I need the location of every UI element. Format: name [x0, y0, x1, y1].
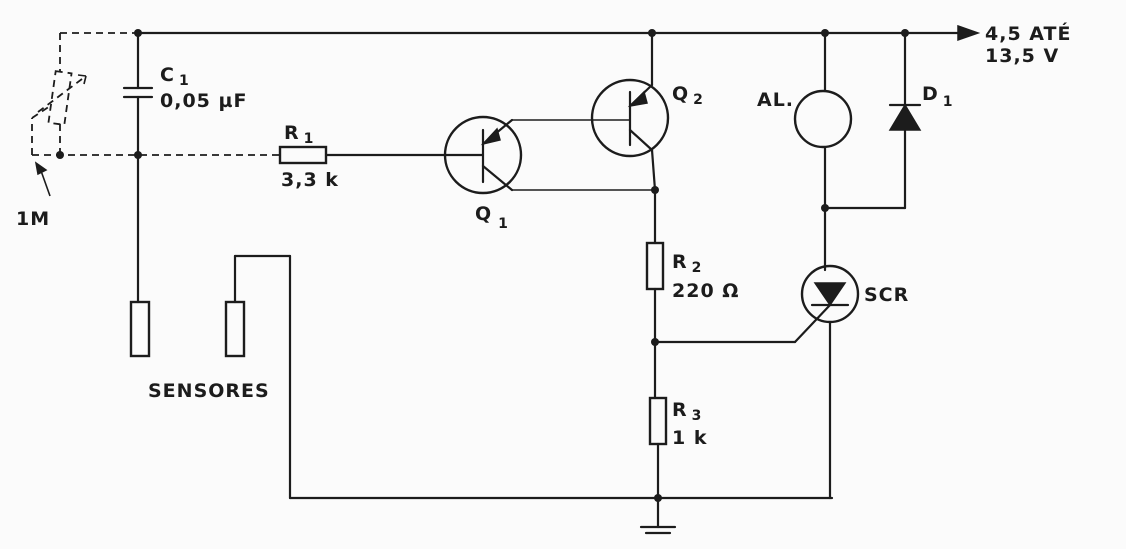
- ground-symbol: [639, 496, 677, 535]
- scr: [800, 264, 860, 500]
- trimmer-value-label: 1M: [16, 208, 50, 230]
- r2-value-label: 220 Ω: [672, 280, 739, 302]
- trimmer-1m: [31, 33, 280, 197]
- c1-value-label: 0,05 µF: [160, 90, 247, 112]
- resistor-r1: [278, 145, 485, 165]
- resistor-r2: [645, 188, 665, 400]
- sensors-label: SENSORES: [148, 380, 270, 402]
- alarm-al: [793, 31, 853, 272]
- supply-rail: [60, 24, 981, 42]
- supply-label-line2: 13,5 V: [985, 45, 1059, 67]
- supply-label-line1: 4,5 ATÉ: [985, 22, 1071, 45]
- capacitor-c1: [122, 31, 154, 157]
- alarm-label: AL.: [757, 89, 794, 111]
- sensor-left: [129, 153, 151, 358]
- scr-label: SCR: [864, 284, 909, 306]
- sensor-right: [224, 254, 292, 500]
- transistor-q2: [590, 31, 670, 192]
- r1-value-label: 3,3 k: [281, 169, 339, 191]
- diode-d1: [823, 31, 922, 210]
- scr-gate-link: [653, 303, 832, 344]
- r3-value-label: 1 k: [672, 427, 707, 449]
- junction-dots: [56, 29, 909, 502]
- transistor-q1: [443, 115, 523, 195]
- resistor-r3: [648, 396, 668, 500]
